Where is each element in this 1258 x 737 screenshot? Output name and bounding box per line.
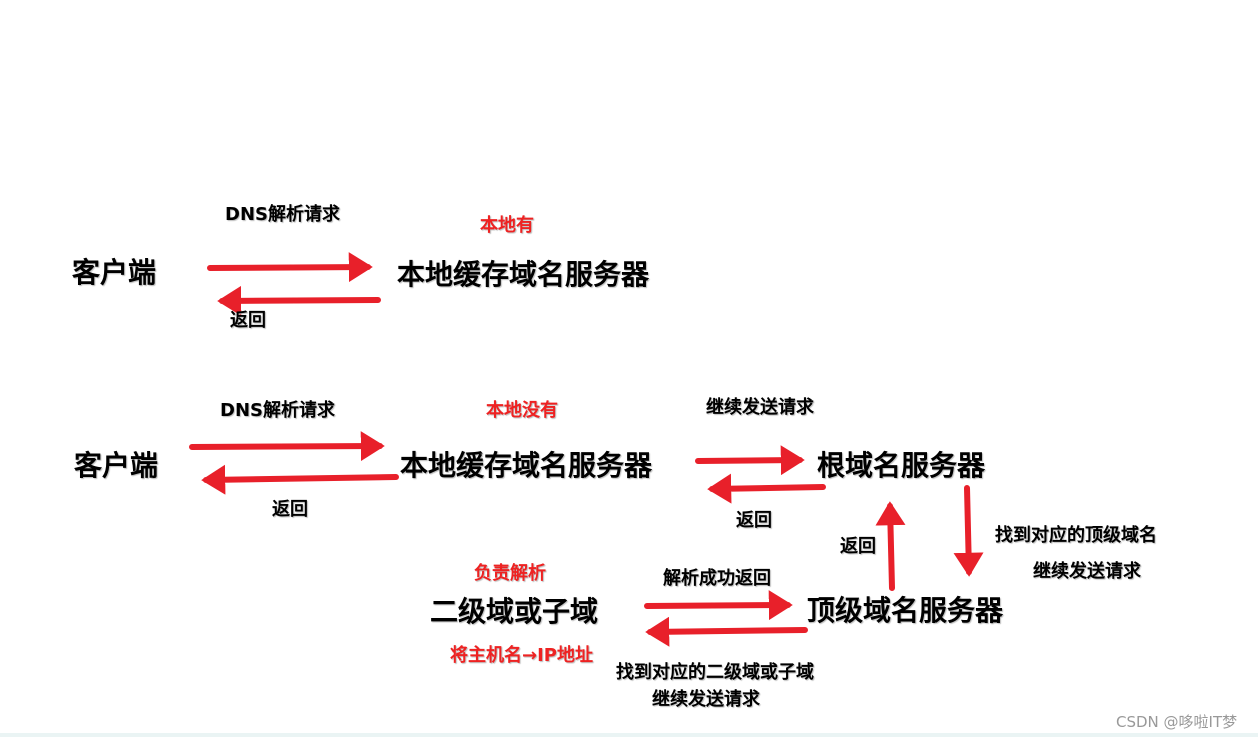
resolve-role-label: 负责解析 — [474, 563, 546, 584]
tld-server-node: 顶级域名服务器 — [807, 594, 1004, 627]
client-node-1: 客户端 — [72, 256, 157, 289]
local-server-node-2: 本地缓存域名服务器 — [400, 449, 653, 482]
root-server-node: 根域名服务器 — [817, 449, 986, 482]
root-forward-label: 继续发送请求 — [1033, 561, 1141, 582]
arrow-local-to-client-2 — [201, 464, 399, 495]
root-find-label: 找到对应的顶级域名 — [995, 525, 1157, 546]
dns-request-label-2: DNS解析请求 — [220, 400, 335, 421]
local-miss-label: 本地没有 — [486, 400, 558, 421]
arrow-local-to-client-1 — [217, 285, 381, 316]
return-label-tld: 返回 — [840, 536, 876, 557]
local-server-node-1: 本地缓存域名服务器 — [397, 258, 650, 291]
tld-find-label: 找到对应的二级域或子域 — [616, 662, 814, 683]
arrow-tld-to-root — [875, 501, 906, 591]
arrow-client-to-local-1 — [207, 252, 373, 283]
dns-request-label-1: DNS解析请求 — [225, 204, 340, 225]
return-label-root: 返回 — [736, 510, 772, 531]
arrow-root-to-local — [707, 473, 826, 504]
success-return-label: 解析成功返回 — [663, 568, 771, 589]
return-label-1: 返回 — [230, 310, 266, 331]
client-node-2: 客户端 — [74, 449, 159, 482]
mapping-label: 将主机名→IP地址 — [450, 645, 593, 666]
forward-request-label: 继续发送请求 — [706, 397, 814, 418]
arrow-tld-to-sld — [645, 616, 808, 647]
watermark: CSDN @哆啦IT梦 — [1116, 713, 1238, 731]
arrow-client-to-local-2 — [189, 431, 385, 462]
arrow-sld-to-tld — [644, 590, 793, 621]
sld-node: 二级域或子域 — [430, 595, 599, 628]
return-label-client: 返回 — [272, 499, 308, 520]
arrow-root-to-tld — [953, 485, 984, 577]
tld-forward-label: 继续发送请求 — [652, 689, 760, 710]
bottom-strip — [0, 733, 1258, 737]
arrow-local-to-root — [695, 445, 805, 476]
local-hit-label: 本地有 — [480, 215, 534, 236]
